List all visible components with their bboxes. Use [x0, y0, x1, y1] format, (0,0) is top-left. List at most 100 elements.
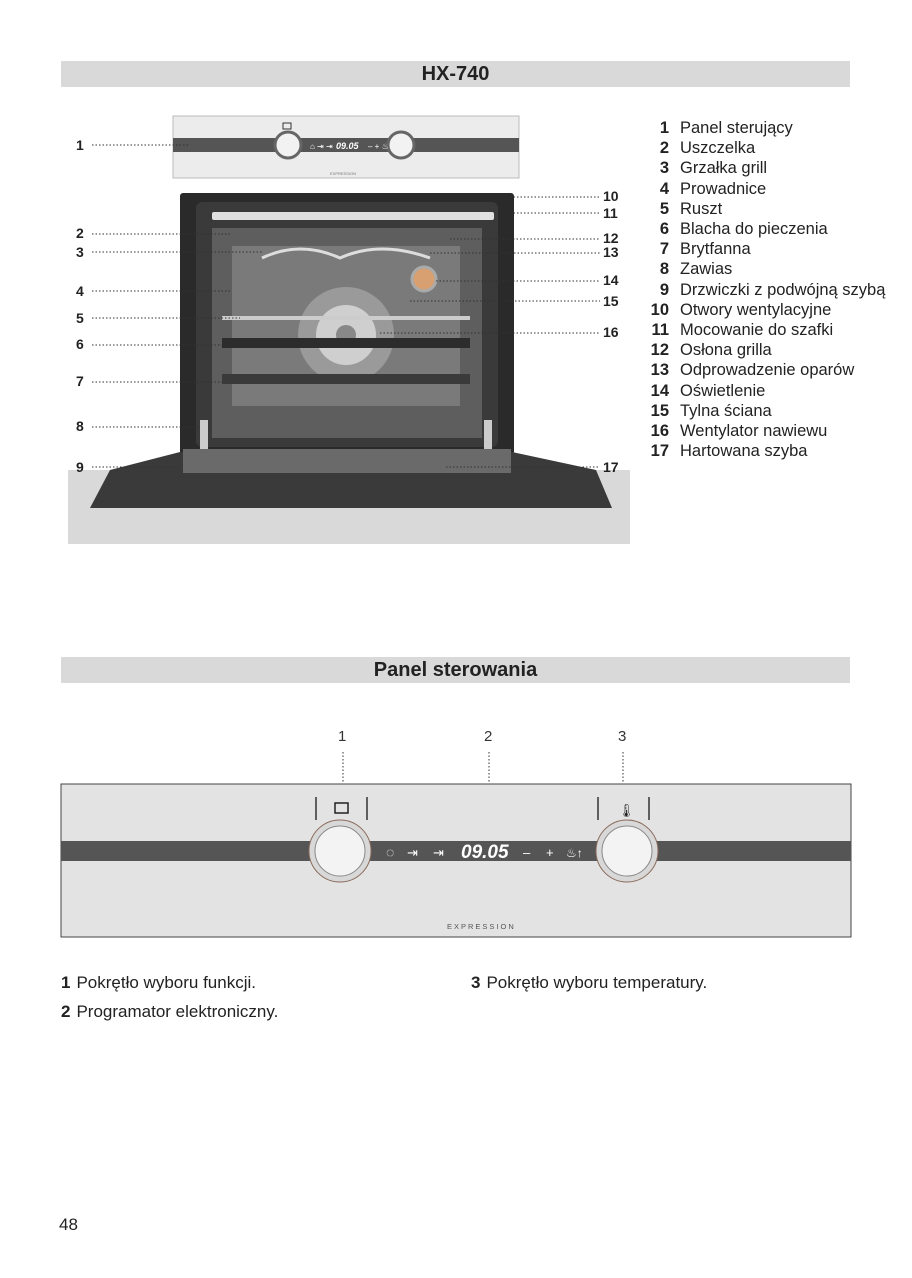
legend-item-number: 8: [659, 260, 669, 279]
legend-item-label: Odprowadzenie oparów: [680, 361, 855, 380]
legend-item-label: Zawias: [680, 260, 733, 279]
legend-item-number: 7: [659, 240, 669, 259]
callout-6: 6: [76, 336, 84, 352]
legend-item: 8 Zawias: [640, 259, 890, 279]
legend-item-number: 9: [659, 280, 669, 299]
legend-item-label: Wentylator nawiewu: [680, 422, 828, 441]
legend-item: 6 Blacha do pieczenia: [640, 219, 890, 239]
legend-item-number: 1: [659, 119, 669, 137]
callout-15: 15: [603, 293, 619, 309]
legend-item: 13 Odprowadzenie oparów: [640, 360, 890, 380]
legend-item-label: Otwory wentylacyjne: [680, 300, 832, 319]
legend-item-number: 3: [659, 159, 669, 178]
legend-item-label: Uszczelka: [680, 139, 756, 158]
legend-item-label: Brytfanna: [680, 240, 751, 259]
legend-item-number: 6: [659, 220, 669, 239]
legend-item-number: 4: [659, 179, 669, 198]
legend-item: 11 Mocowanie do szafki: [640, 320, 890, 340]
legend-item-label: Tylna ściana: [680, 401, 772, 420]
callout-14: 14: [603, 272, 619, 288]
legend-item-label: Osłona grilla: [680, 341, 772, 360]
panel-brand: EXPRESSION: [447, 922, 516, 931]
callout-11: 11: [603, 205, 618, 221]
oven-display-time: 09.05: [336, 141, 360, 151]
legend-item-label: Grzałka grill: [680, 159, 768, 178]
legend-item-label: Oświetlenie: [680, 381, 766, 400]
callout-9: 9: [76, 459, 84, 475]
legend-item: 4 Prowadnice: [640, 179, 890, 199]
legend-item: 1 Panel sterujący: [640, 118, 890, 138]
legend-item-label: Hartowana szyba: [680, 442, 808, 461]
callout-7: 7: [76, 373, 84, 389]
parts-legend: 1 Panel sterujący 2 Uszczelka 3 Grzałka grill…: [640, 118, 890, 461]
legend-item-number: 13: [650, 361, 669, 380]
legend-item-number: 15: [650, 401, 669, 420]
oven-roasting-pan: [222, 374, 470, 384]
callout-10: 10: [603, 188, 619, 204]
panel-title: Panel sterowania: [61, 657, 850, 683]
legend-item: 9 Drzwiczki z podwójną szybą: [640, 280, 890, 300]
legend-item-number: 14: [650, 381, 669, 400]
oven-door-glass: [183, 449, 511, 473]
legend-item-label: Blacha do pieczenia: [680, 220, 828, 239]
legend-item: 16 Wentylator nawiewu: [640, 421, 890, 441]
end-time-icon: ⇥: [433, 845, 444, 860]
display-time: 09.05: [461, 842, 509, 863]
function-square-icon: [334, 802, 349, 814]
model-title: HX-740: [61, 61, 850, 87]
oven-baking-tray: [222, 338, 470, 348]
callout-12: 12: [603, 230, 619, 246]
legend-item: 14 Oświetlenie: [640, 381, 890, 401]
thermometer-icon: 🌡: [618, 803, 635, 818]
callout-17: 17: [603, 459, 619, 475]
legend-item-label: Ruszt: [680, 199, 723, 218]
legend-item: 7 Brytfanna: [640, 239, 890, 259]
duration-icon: ⇥: [407, 845, 418, 860]
panel-callout-3: 3: [618, 728, 627, 745]
callout-13: 13: [603, 244, 619, 260]
legend-item-label: Drzwiczki z podwójną szybą: [680, 280, 886, 299]
callout-8: 8: [76, 418, 84, 434]
legend-item-number: 11: [651, 321, 669, 340]
callout-3: 3: [76, 244, 84, 260]
legend-item-number: 16: [650, 422, 669, 441]
temp-up-icon: ♨↑: [566, 846, 583, 860]
legend-item-label: Panel sterujący: [680, 119, 793, 137]
panel-callout-1: 1: [338, 728, 347, 745]
page-number: 48: [59, 1215, 78, 1234]
callout-4: 4: [76, 283, 84, 299]
oven-brand: EXPRESSION: [330, 171, 356, 176]
oven-function-knob: [273, 130, 303, 160]
legend-item-number: 5: [659, 199, 669, 218]
legend-item: 17 Hartowana szyba: [640, 441, 890, 461]
callout-16: 16: [603, 324, 619, 340]
panel-display-strip: [61, 841, 851, 861]
callout-1: 1: [76, 137, 84, 153]
oven-lamp: [410, 265, 438, 293]
legend-item-number: 2: [659, 139, 669, 158]
legend-item: 2 Uszczelka: [640, 138, 890, 158]
legend-item: 3 Grzałka grill: [640, 158, 890, 178]
plus-symbol: +: [546, 845, 554, 860]
legend-item: 5 Ruszt: [640, 199, 890, 219]
svg-text:– + ♨: – + ♨: [368, 142, 389, 151]
legend-item: 12 Osłona grilla: [640, 340, 890, 360]
legend-item-number: 10: [650, 300, 669, 319]
legend-item-label: Mocowanie do szafki: [680, 321, 834, 340]
svg-text:⌂ ⇥ ⇥: ⌂ ⇥ ⇥: [310, 142, 333, 151]
oven-illustration: 09.05 ⌂ ⇥ ⇥ – + ♨ EXPRESSION: [68, 115, 630, 544]
control-panel-diagram: 🌡 ◌ ⇥ ⇥ 09.05 – + ♨↑ EXPRESSION: [60, 752, 852, 938]
legend-item-number: 17: [650, 442, 669, 461]
bell-icon: ◌: [386, 844, 394, 860]
legend-item: 15 Tylna ściana: [640, 401, 890, 421]
legend-item: 10 Otwory wentylacyjne: [640, 300, 890, 320]
minus-symbol: –: [523, 845, 531, 860]
legend-item-label: Prowadnice: [680, 179, 767, 198]
panel-callout-2: 2: [484, 728, 493, 745]
callout-2: 2: [76, 225, 84, 241]
legend-item-number: 12: [650, 341, 669, 360]
oven-temperature-knob: [386, 130, 416, 160]
